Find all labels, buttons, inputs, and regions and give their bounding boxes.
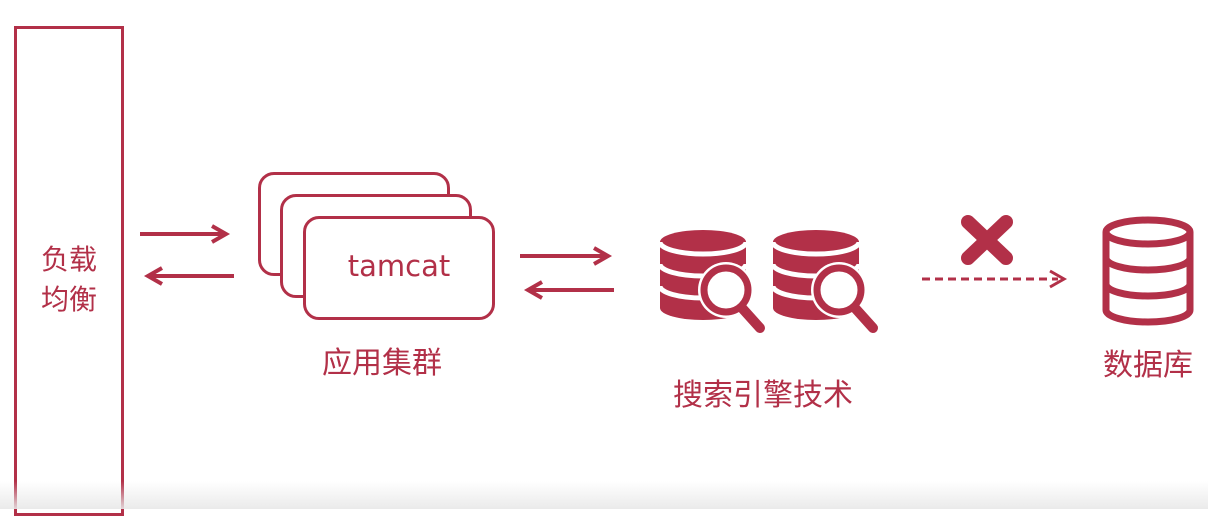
- search-db-dashed-arrow: [922, 269, 1068, 289]
- database-icon: [1102, 216, 1194, 326]
- lb-cluster-arrows: [140, 224, 234, 286]
- load-balancer-label: 负载 均衡: [14, 240, 124, 320]
- load-balancer-label-line1: 负载: [40, 243, 97, 276]
- app-cluster-caption: 应用集群: [322, 346, 442, 381]
- blocked-x-icon: [961, 215, 1013, 265]
- bottom-shadow: [0, 481, 1208, 509]
- database-search-icon: [660, 230, 760, 328]
- database-search-icon: [773, 230, 873, 328]
- cluster-search-arrows: [520, 246, 614, 300]
- app-server-card-front: tamcat: [303, 216, 495, 320]
- search-engine-caption: 搜索引擎技术: [673, 378, 853, 413]
- database-caption: 数据库: [1103, 348, 1193, 383]
- app-server-label: tamcat: [347, 249, 451, 283]
- load-balancer-label-line2: 均衡: [40, 283, 97, 316]
